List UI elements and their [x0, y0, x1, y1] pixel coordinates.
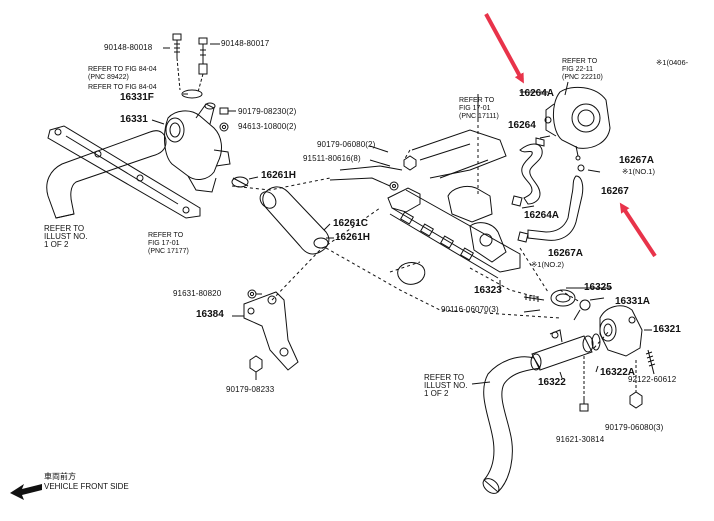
label-16264A-mid: 16264A	[524, 210, 560, 221]
hose-16264	[519, 143, 543, 205]
bypass-pipe-16322	[530, 329, 594, 371]
label-16321: 16321	[653, 324, 681, 335]
label-90179-08230: 90179-08230(2)	[238, 107, 297, 116]
gasket-16325	[550, 289, 576, 307]
bolt-90148-80017	[198, 37, 208, 75]
nut-90179-06080	[629, 391, 643, 409]
label-16384: 16384	[196, 309, 224, 320]
label-16261C: 16261C	[333, 218, 369, 229]
housing-16321	[599, 305, 643, 357]
front-direction-arrow	[10, 484, 42, 500]
thermostat-16331A	[573, 299, 591, 321]
label-91511-80616: 91511-80616(8)	[303, 154, 361, 163]
bolt-91621-30814	[579, 396, 589, 412]
bracket-16384	[243, 291, 299, 371]
hose-clamp-16261H	[231, 176, 249, 188]
throttle-body	[544, 86, 611, 161]
label-refer-84-04: REFER TO FIG 84-04	[88, 84, 157, 91]
label-16331: 16331	[120, 114, 148, 125]
gasket-17177	[47, 125, 201, 219]
label-16323: 16323	[474, 285, 502, 296]
hose-16267	[527, 175, 584, 241]
hose-clamp-16261H-lower	[313, 237, 329, 249]
label-refer-84-04-pnc: REFER TO FIG 84-04 (PNC 89422)	[88, 66, 157, 81]
label-16264: 16264	[508, 120, 536, 131]
label-16331F: 16331F	[120, 92, 154, 103]
bolts-90179-08230	[219, 107, 236, 132]
water-outlet-16331	[164, 102, 231, 193]
bolt-90148-80018	[172, 33, 182, 58]
label-vehicle-front-side: 車両前方 VEHICLE FRONT SIDE	[44, 472, 129, 491]
label-92122-60612: 92122-60612	[628, 375, 677, 384]
stud-90116-06070	[523, 294, 545, 302]
label-90116-06070: 90116-06070(3)	[441, 305, 499, 314]
label-16261H-upper: 16261H	[261, 170, 297, 181]
label-note1-no1: ※1(NO.1)	[622, 167, 655, 176]
label-90148-80017: 90148-80017	[221, 39, 270, 48]
label-16325: 16325	[584, 282, 612, 293]
label-90179-06080-3: 90179-06080(3)	[605, 423, 664, 432]
label-16261H-lower: 16261H	[335, 232, 371, 243]
label-16267A-bottom: 16267A	[548, 248, 584, 259]
cylinder-head	[329, 129, 521, 279]
label-refer-illust-left: REFER TO ILLUST NO. 1 OF 2	[44, 224, 88, 249]
label-16331A: 16331A	[615, 296, 651, 307]
label-16264A-top: 16264A	[519, 88, 555, 99]
label-corner-note: ※1(0406-	[656, 58, 689, 67]
label-refer-illust-bottom: REFER TO ILLUST NO. 1 OF 2	[424, 373, 468, 398]
label-91631-80820: 91631-80820	[173, 289, 222, 298]
label-94613-10800: 94613-10800(2)	[238, 122, 297, 131]
label-91621-30814: 91621-30814	[556, 435, 605, 444]
label-90148-80018: 90148-80018	[104, 43, 153, 52]
label-refer-22-11: REFER TO FIG 22-11 (PNC 22210)	[562, 58, 603, 81]
label-16267A-top: 16267A	[619, 155, 655, 166]
label-90179-06080-2: 90179-06080(2)	[317, 140, 376, 149]
label-16267: 16267	[601, 186, 629, 197]
red-arrow-top	[484, 13, 524, 84]
stud-92122-60612	[645, 349, 656, 375]
label-16322A: 16322A	[600, 367, 636, 378]
red-arrow-bottom	[619, 202, 657, 258]
left-hose	[46, 130, 167, 219]
label-refer-17-01-left: REFER TO FIG 17-01 (PNC 17177)	[148, 232, 189, 255]
label-16322: 16322	[538, 377, 566, 388]
lower-hose	[482, 356, 541, 494]
label-90179-08233: 90179-08233	[226, 385, 275, 394]
hose-16261C	[259, 186, 330, 255]
label-refer-17-01-top: REFER TO FIG 17-01 (PNC 17111)	[459, 97, 499, 120]
label-note1-no2: ※1(NO.2)	[531, 260, 564, 269]
